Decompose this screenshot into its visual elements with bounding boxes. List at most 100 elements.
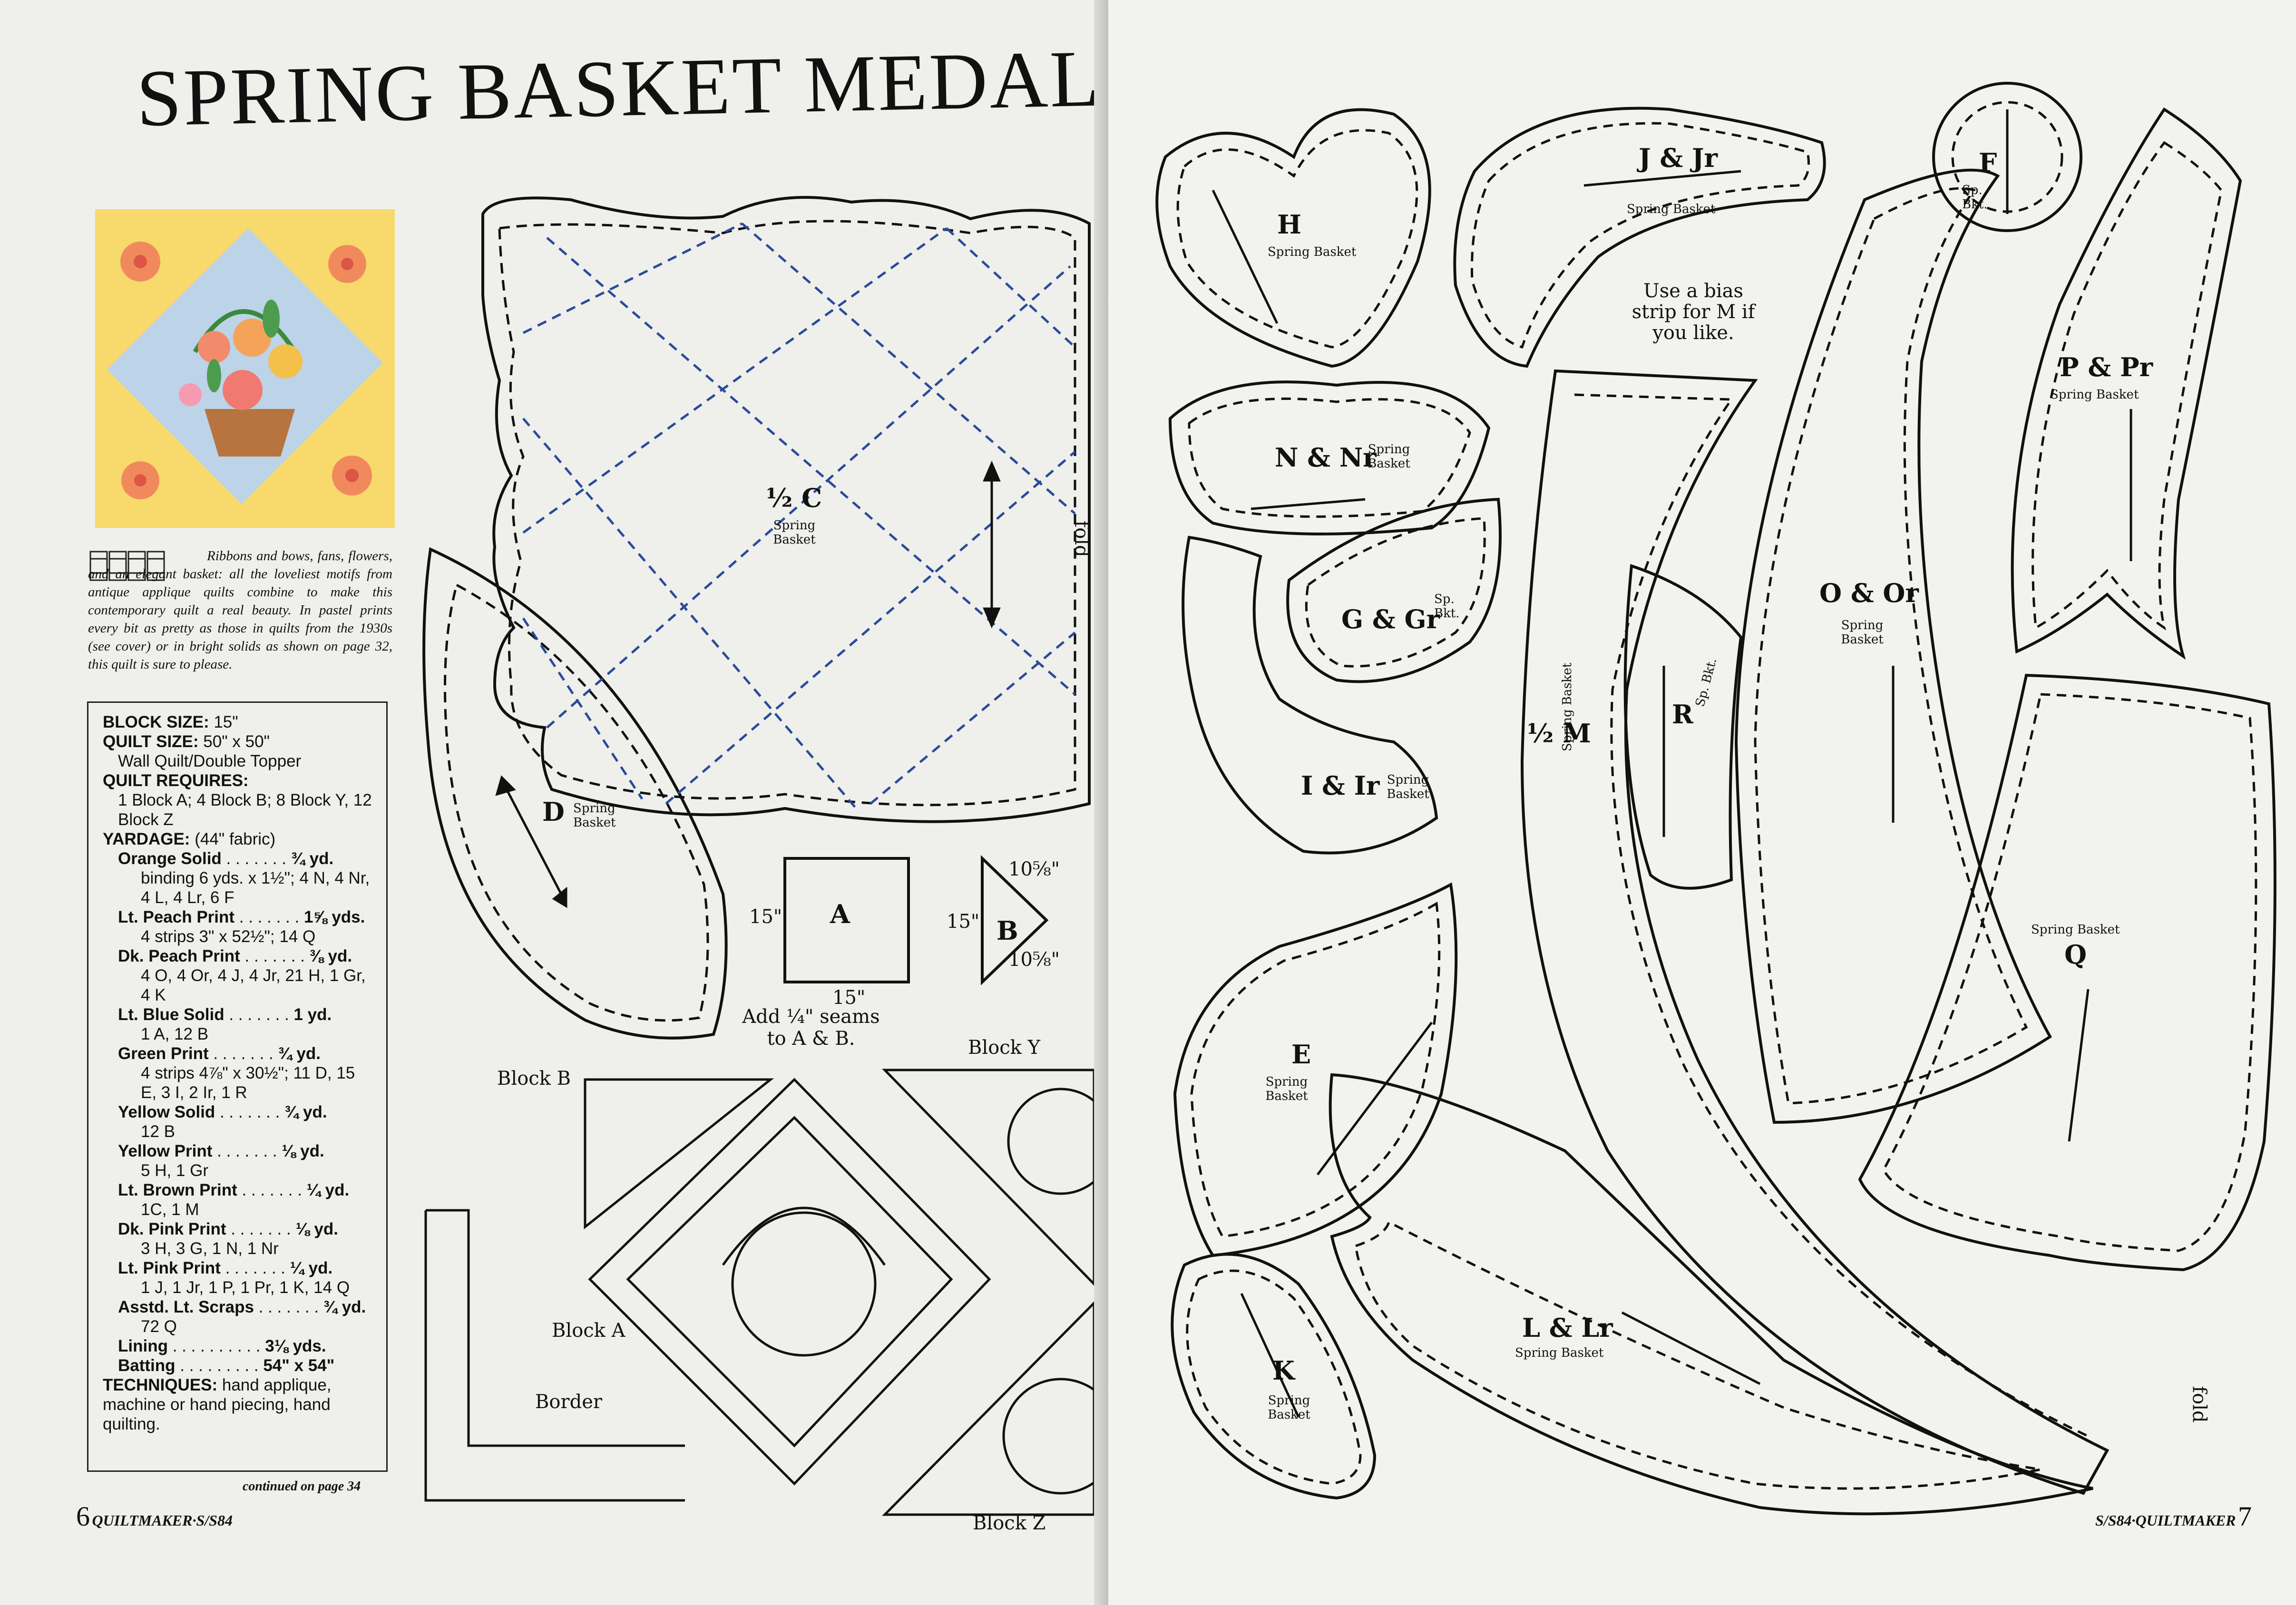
fabric-cuts: binding 6 yds. x 1½"; 4 N, 4 Nr, 4 L, 4 … [141,869,370,907]
fabric-list: Orange Solid . . . . . . . ¾ yd.binding … [103,849,372,1336]
requires-label: QUILT REQUIRES: [103,771,249,790]
right-page: H Spring Basket J & Jr Spring Basket F S… [1108,0,2296,1605]
label-q-fold: fold [2188,1386,2210,1423]
intro-text: Ribbons and bows, fans, flowers, and an … [88,548,392,672]
template-ggr-outline [1286,497,1502,683]
template-c-outline [481,196,1091,823]
label-a: A [830,899,850,929]
border-drawing [424,1209,685,1502]
fabric-name: Dk. Peach Print [118,947,240,965]
label-c-fold: fold [1070,520,1093,557]
fabric-cuts: 1C, 1 M [141,1200,199,1219]
block-a-drawing [588,1078,991,1486]
fabric-name: Lt. Blue Solid [118,1005,225,1024]
fabric-cuts: 12 B [141,1122,175,1141]
label-q-spring-basket: Spring Basket [2031,923,2120,937]
fabric-row: Green Print . . . . . . . ¾ yd. [118,1044,321,1063]
fabric-name: Yellow Print [118,1142,213,1160]
fabric-cuts: 3 H, 3 G, 1 N, 1 Nr [141,1239,279,1258]
fabric-name: Yellow Solid [118,1103,215,1121]
label-block-a: Block A [552,1320,625,1342]
lining: 3⅛ yds. [265,1337,326,1355]
label-jjr: J & Jr [1639,143,1718,173]
template-q-outline [1858,673,2276,1272]
fabric-name: Lt. Brown Print [118,1181,237,1199]
yardage-note: (44" fabric) [195,830,276,848]
quilt-info-box: BLOCK SIZE: 15" QUILT SIZE: 50" x 50" Wa… [87,701,388,1472]
template-b-outline [981,855,1049,986]
label-m-spring-basket: Spring Basket [1560,662,1574,751]
template-d-outline [422,547,728,1040]
template-k-outline [1171,1253,1377,1500]
right-folio: S/S84·QUILTMAKER 7 [2095,1500,2252,1532]
fabric-amount: 1⅝ yds. [303,908,365,926]
template-llr-outline [1329,1073,2093,1516]
label-b-side-top: 10⅝" [1008,858,1060,880]
label-nnr: N & Nr [1275,442,1377,473]
bias-strip-note: Use a bias strip for M if you like. [1632,280,1755,344]
label-border: Border [535,1391,602,1413]
label-block-y: Block Y [968,1037,1041,1059]
continued-note: continued on page 34 [243,1479,361,1494]
page-number-right: 7 [2237,1501,2252,1532]
fabric-cuts: 4 O, 4 Or, 4 J, 4 Jr, 21 H, 1 Gr, 4 K [141,966,366,1004]
techniques-label: TECHNIQUES: [103,1376,218,1394]
fabric-row: Asstd. Lt. Scraps . . . . . . . ¾ yd. [118,1298,366,1316]
label-jjr-spring-basket: Spring Basket [1627,202,1716,216]
block-b-drawing [584,1078,774,1230]
label-d: D [542,797,565,827]
label-half-c: ½ C [766,483,822,513]
fabric-amount: 1 yd. [293,1005,332,1024]
label-a-width: 15" [832,987,866,1009]
quilt-type: Wall Quilt/Double Topper [118,752,302,770]
fabric-cuts: 72 Q [141,1317,177,1336]
template-iir-outline [1182,535,1438,855]
label-k: K [1272,1355,1295,1386]
fabric-row: Lt. Pink Print . . . . . . . ¼ yd. [118,1259,333,1277]
spools-icon [89,551,165,581]
label-h: H [1277,209,1302,240]
fabric-cuts: 4 strips 3" x 52½"; 14 Q [141,927,316,946]
label-block-z: Block Z [973,1512,1046,1534]
label-ggr: G & Gr [1341,604,1440,634]
fabric-row: Dk. Pink Print . . . . . . . ⅛ yd. [118,1220,338,1238]
template-ppr-outline [2011,107,2242,660]
batting: 54" x 54" [263,1356,335,1375]
block-y-drawing [882,1069,1095,1287]
fabric-row: Lt. Blue Solid . . . . . . . 1 yd. [118,1005,332,1024]
fabric-cuts: 1 J, 1 Jr, 1 P, 1 Pr, 1 K, 14 Q [141,1278,350,1297]
template-oor-outline [1734,168,2052,1124]
fabric-row: Dk. Peach Print . . . . . . . ⅜ yd. [118,947,352,965]
fabric-row: Orange Solid . . . . . . . ¾ yd. [118,849,334,868]
label-f-sp-bkt: Sp. Bkt. [1962,183,1988,212]
template-f-outline [1932,82,2082,232]
fabric-row: Lt. Brown Print . . . . . . . ¼ yd. [118,1181,350,1199]
seam-allowance-note: Add ¼" seams to A & B. [742,1006,880,1050]
label-ppr-spring-basket: Spring Basket [2050,388,2139,402]
batting-label: Batting [118,1356,176,1375]
folio-text-right: S/S84·QUILTMAKER [2095,1512,2236,1529]
label-b-side-bottom: 10⅝" [1008,949,1060,971]
label-llr-spring-basket: Spring Basket [1515,1346,1604,1360]
label-block-b: Block B [497,1068,571,1089]
fabric-amount: ¼ yd. [290,1259,333,1277]
fabric-cuts: 1 A, 12 B [141,1025,209,1043]
label-k-spring-basket: Spring Basket [1268,1393,1310,1422]
basket-illustration [120,242,372,499]
fabric-amount: ⅛ yd. [282,1142,324,1160]
fabric-name: Dk. Pink Print [118,1220,226,1238]
template-h-outline [1155,108,1431,368]
folio-text-left: QUILTMAKER·S/S84 [92,1512,233,1529]
fabric-cuts: 4 strips 4⅞" x 30½"; 11 D, 15 E, 3 I, 2 … [141,1064,355,1102]
label-e: E [1291,1039,1311,1070]
quilt-block-photo [95,209,395,528]
fabric-row: Yellow Solid . . . . . . . ¾ yd. [118,1103,327,1121]
fabric-name: Lt. Peach Print [118,908,235,926]
fabric-amount: ⅛ yd. [295,1220,338,1238]
fabric-amount: ⅜ yd. [309,947,352,965]
block-size-label: BLOCK SIZE: [103,713,209,731]
quilt-size: 50" x 50" [203,732,270,751]
label-q: Q [2064,939,2087,970]
fabric-row: Yellow Print . . . . . . . ⅛ yd. [118,1142,324,1160]
label-half-m: ½ M [1527,718,1591,749]
